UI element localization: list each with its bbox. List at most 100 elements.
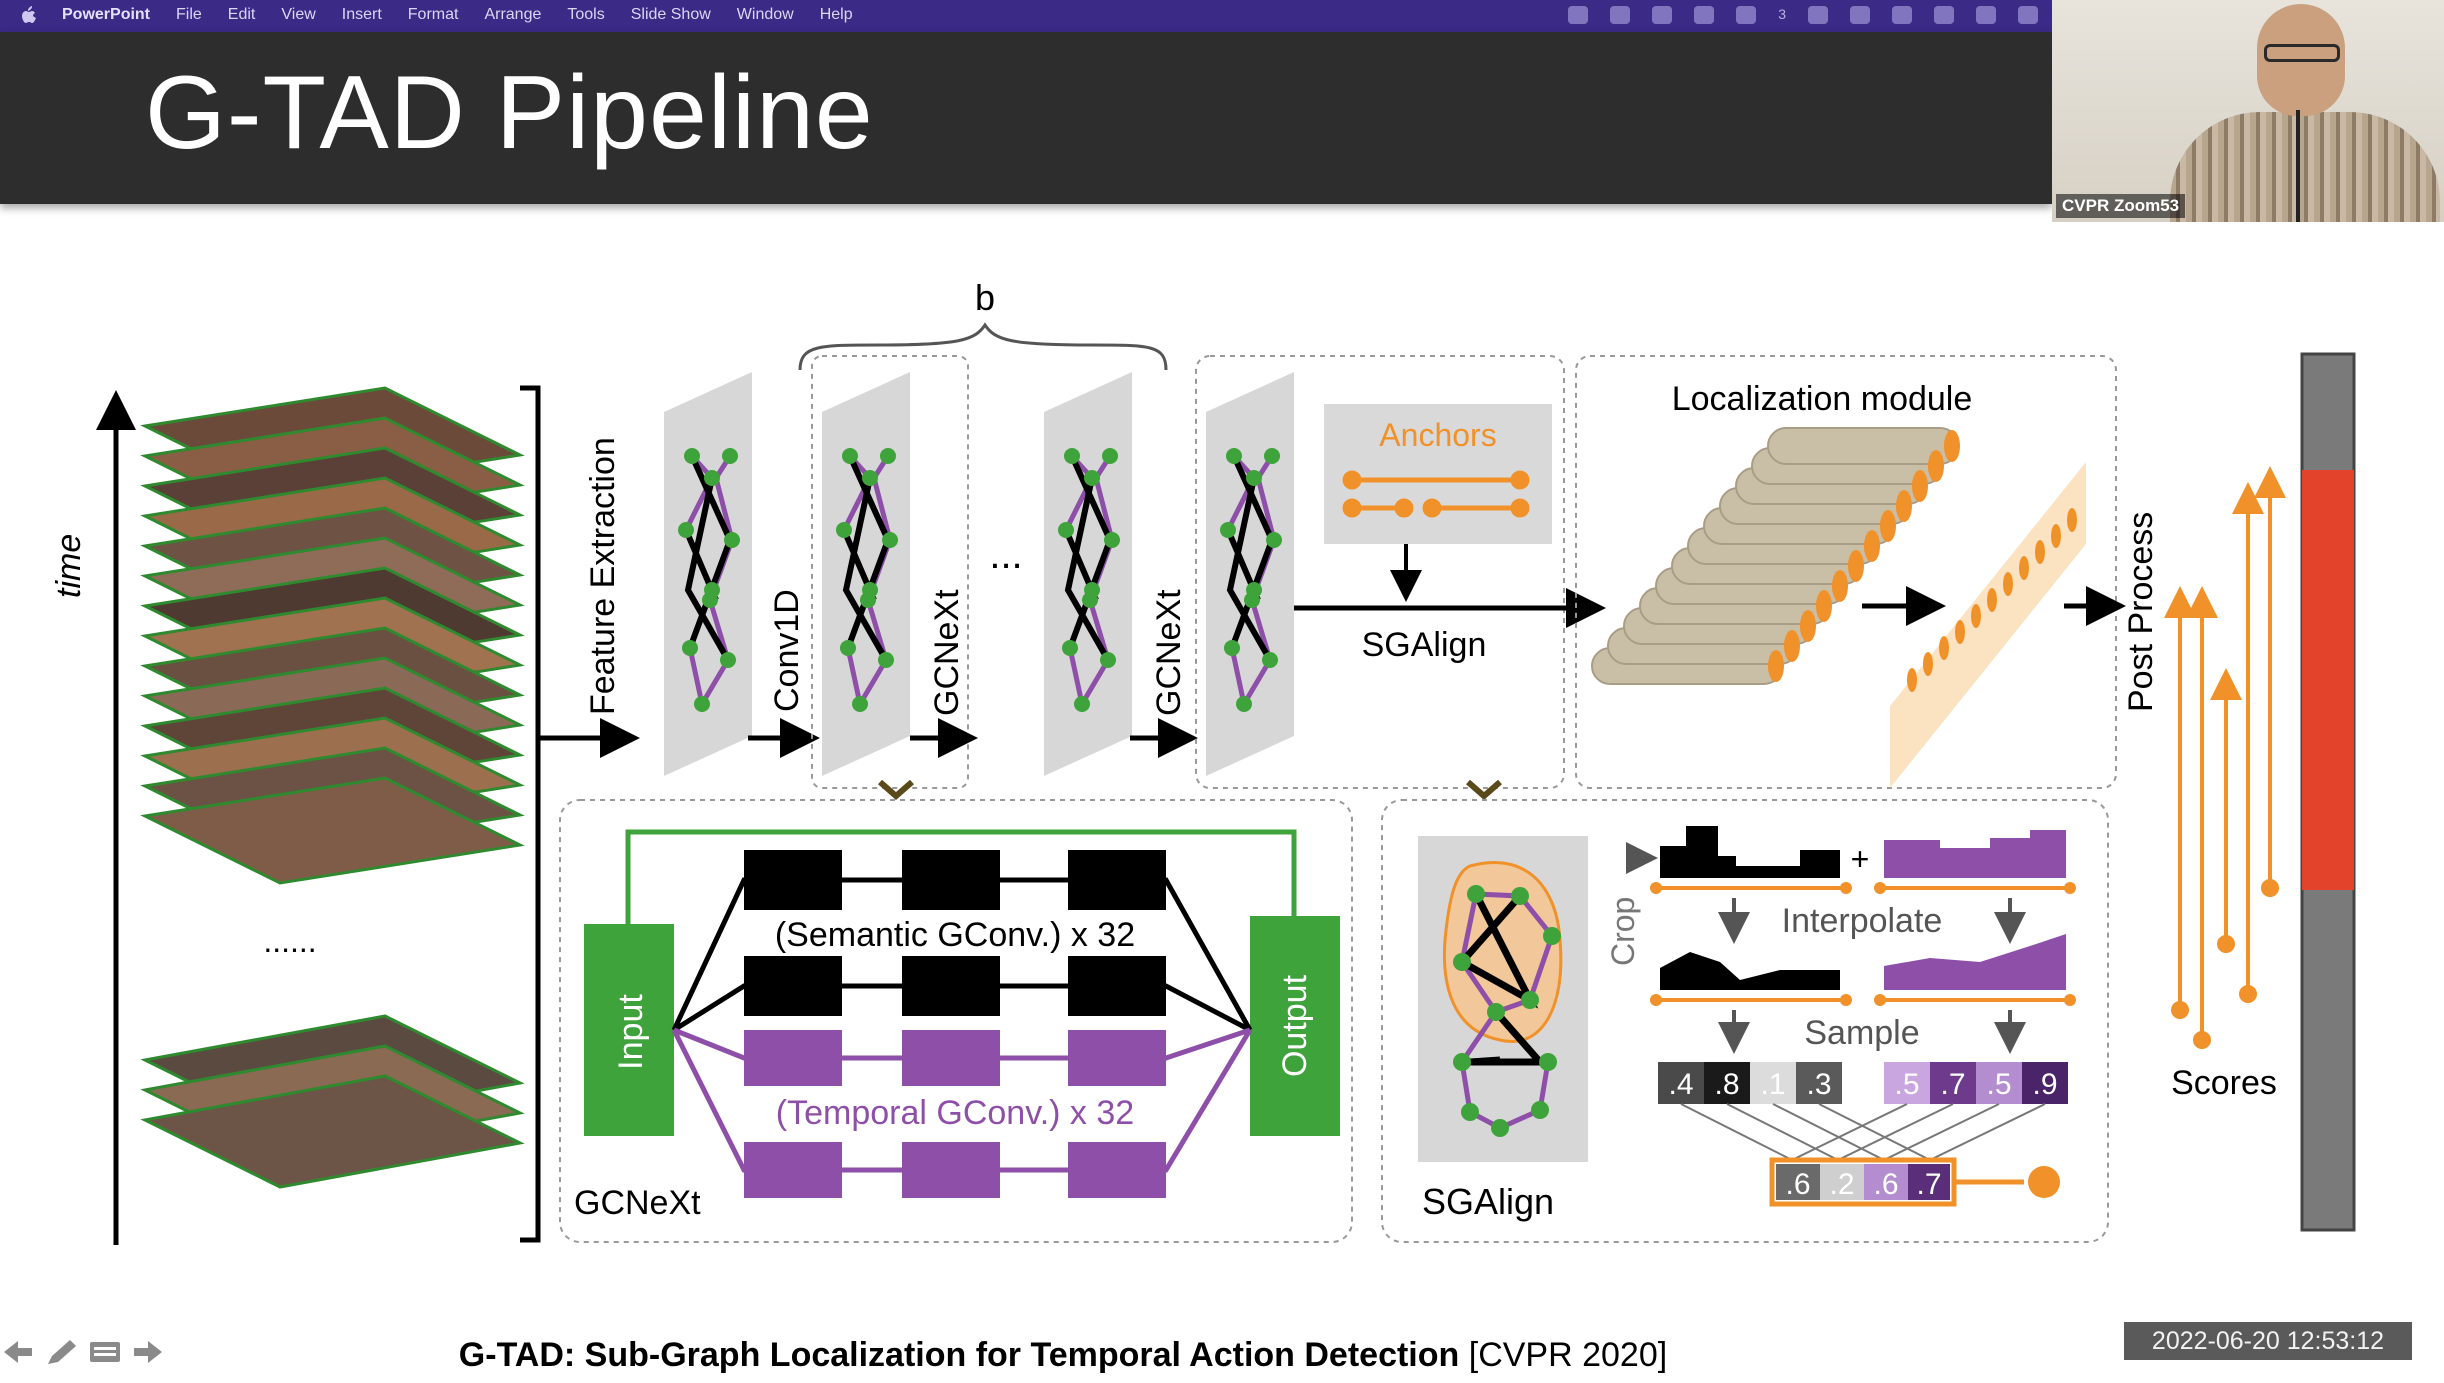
score-arrows [2164,466,2286,1049]
sample-right-value: .5 [1894,1068,1919,1101]
menu-file[interactable]: File [176,6,202,23]
wechat-icon[interactable] [1736,6,1757,24]
dots-label: ... [989,533,1022,577]
graph-panel-4 [1206,372,1294,776]
purple-interpolated [1874,934,2076,1006]
shield-icon[interactable] [1808,6,1828,24]
menu-view[interactable]: View [281,6,316,23]
plus-sign: + [1851,841,1870,877]
menu-format[interactable]: Format [407,6,459,23]
menu-insert[interactable]: Insert [341,6,382,23]
gcnext-label-2: GCNeXt [1150,589,1188,716]
feature-cylinders [1591,427,1960,685]
output-value: .6 [1785,1168,1810,1201]
gcnext-expand-chevron-1[interactable] [878,779,914,800]
crop-label: Crop [1605,897,1641,966]
sample-left-value: .3 [1806,1068,1831,1101]
sample-left-value: .1 [1760,1068,1785,1101]
sgalign-dashed-box [1195,355,1565,789]
speaker-glasses [2264,44,2340,62]
scores-label: Scores [2171,1064,2277,1102]
menu-slide-show[interactable]: Slide Show [630,6,711,23]
post-process-label: Post Process [2122,512,2160,712]
feature-extraction-label: Feature Extraction [584,437,622,715]
sample-label: Sample [1804,1014,1919,1052]
window-icon[interactable] [1694,6,1715,24]
slide-navigation [0,1338,166,1366]
black-histogram [1650,826,1852,894]
timeline-bar [2300,352,2356,1232]
sample-left-value: .8 [1714,1068,1739,1101]
sample-right-value: .7 [1940,1068,1965,1101]
next-slide-icon[interactable] [132,1338,166,1366]
gcnext-detail-box [559,799,1353,1243]
purple-histogram [1874,816,2076,894]
gcnext-box-label: GCNeXt [574,1184,701,1222]
cloud-icon[interactable] [1610,6,1631,24]
sgalign-graph [1453,885,1561,1137]
temporal-gconv-label: (Temporal GConv.) x 32 [776,1094,1134,1132]
semantic-label-bg [744,912,1166,954]
apple-icon[interactable] [20,6,36,24]
frame-stack-bottom [140,1014,525,1189]
speaker-lanyard [2296,110,2300,222]
semantic-gconv-label: (Semantic GConv.) x 32 [775,916,1135,954]
flag-icon[interactable] [1976,6,1996,24]
slides-menu-icon[interactable] [88,1338,122,1366]
menu-edit[interactable]: Edit [227,6,256,23]
interpolate-label: Interpolate [1782,902,1943,940]
slide-title-bar: G-TAD Pipeline [0,32,2052,204]
slide-title: G-TAD Pipeline [145,55,874,171]
speaker-shirt [2170,112,2440,222]
sgalign-box-label: SGAlign [1422,1181,1554,1222]
temporal-label-bg [744,1090,1166,1134]
pipeline-diagram: time ...... Feature Extraction Conv1D [50,277,2356,1245]
menu-app-name[interactable]: PowerPoint [62,6,151,23]
output-cells: .6 .2 .6 .7 [1769,1157,1957,1207]
sgalign-expand-chevron[interactable] [1466,779,1502,800]
menu-arrange[interactable]: Arrange [484,6,542,23]
input-label: Input [612,994,650,1070]
caption-title: G-TAD: Sub-Graph Localization for Tempor… [458,1336,1460,1374]
participant-name: CVPR Zoom53 [2056,194,2186,218]
skip-connection [625,829,1297,928]
display-icon[interactable] [1892,6,1912,24]
sample-right-value: .9 [2032,1068,2057,1101]
menu-window[interactable]: Window [736,6,794,23]
slide-caption: G-TAD: Sub-Graph Localization for Tempor… [0,1336,2126,1375]
video-thumbnail[interactable]: CVPR Zoom53 [2052,0,2444,222]
frames-ellipsis: ...... [263,923,316,959]
anchors-segments [1342,470,1530,518]
graph-panel-1 [664,372,752,776]
semantic-branch [671,850,1253,1033]
temporal-branch [671,1027,1253,1198]
caption-venue: [CVPR 2020] [1468,1336,1668,1374]
frame-stack-top [140,386,525,885]
output-block [1250,916,1340,1136]
bluetooth-icon[interactable] [1934,6,1954,24]
output-dot [2028,1166,2060,1198]
zoom-icon[interactable] [2018,6,2038,24]
anchors-label: Anchors [1379,417,1496,453]
upload-icon[interactable] [1652,6,1673,24]
pen-icon[interactable] [44,1338,78,1366]
menu-help[interactable]: Help [819,6,853,23]
brace-b [798,322,1168,371]
creative-cloud-icon[interactable] [1568,6,1589,24]
menu-list: PowerPoint File Edit View Insert Format … [62,6,853,24]
black-interpolated [1650,952,1852,1006]
menu-tools[interactable]: Tools [567,6,605,23]
brace-label: b [975,277,995,318]
graph-panel-3 [1044,372,1132,776]
localization-module-label: Localization module [1672,380,1973,418]
input-block [584,924,674,1136]
output-value: .2 [1829,1168,1854,1201]
time-label: time [50,534,88,598]
search-icon[interactable] [1850,6,1870,24]
frames-bracket [520,385,541,1243]
status-icons: 3 [1568,6,2038,24]
slide-content: time ...... Feature Extraction Conv1D [0,204,2444,1378]
sample-right-cells: .5 .7 .5 .9 [1884,1062,2068,1104]
menu-bar: PowerPoint File Edit View Insert Format … [0,0,2052,32]
previous-slide-icon[interactable] [0,1338,34,1366]
